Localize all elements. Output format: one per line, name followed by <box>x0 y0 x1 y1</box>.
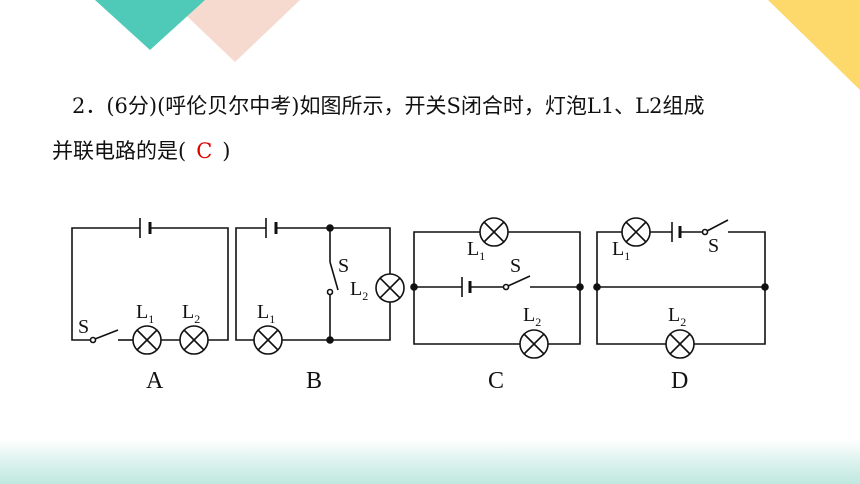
circuit-diagrams: S L1 L2 A S L2 L1 B <box>71 217 769 394</box>
circuit-b-lamp-1 <box>253 325 283 355</box>
circuit-a-lamp-2 <box>179 325 209 355</box>
circuit-d-wire-left <box>596 231 666 345</box>
question-text: 2．(6分)(呼伦贝尔中考)如图所示，开关S闭合时，灯泡L1、L2组成 并联电路… <box>52 84 812 174</box>
circuit-c-switch-pivot <box>502 283 510 291</box>
circuit-a-letter: A <box>146 368 164 394</box>
circuit-d-switch-pivot <box>701 228 709 236</box>
circuit-b-lamp-2 <box>375 273 405 303</box>
circuit-b-lamp-2-label: L2 <box>350 278 368 303</box>
circuit-d-lamp-1-label: L1 <box>612 238 630 263</box>
circuit-d-switch-label: S <box>708 235 719 257</box>
circuit-a-switch-blade <box>94 329 119 340</box>
teal-triangle <box>95 0 205 50</box>
circuit-d: L1 S L2 D <box>593 217 769 394</box>
circuit-b-switch-pivot <box>326 288 334 296</box>
circuit-d-lamp-2 <box>665 329 695 359</box>
circuit-a-wire-top-right <box>150 227 229 341</box>
question-line-2-prefix: 并联电路的是( <box>52 139 187 163</box>
circuit-c: L1 S L2 C <box>410 217 584 394</box>
circuit-a-switch-label: S <box>78 316 89 338</box>
question-line-2: 并联电路的是( C) <box>52 129 812 174</box>
circuit-c-wire-top-right <box>508 231 581 345</box>
pink-triangle <box>170 0 300 62</box>
question-line-2-suffix: ) <box>222 139 231 163</box>
circuit-b-wire-top <box>276 227 391 274</box>
answer-text: C <box>196 139 213 163</box>
circuit-c-lamp-1 <box>479 217 509 247</box>
circuit-a-switch-pivot <box>89 336 97 344</box>
circuit-b-wire-bottom <box>282 302 391 341</box>
bottom-gradient-band <box>0 440 860 484</box>
circuit-a-lamp-1-label: L1 <box>136 301 154 326</box>
question-line-1: 2．(6分)(呼伦贝尔中考)如图所示，开关S闭合时，灯泡L1、L2组成 <box>72 94 705 118</box>
circuit-c-switch-label: S <box>510 255 521 277</box>
circuit-d-switch-blade <box>706 219 729 232</box>
circuit-c-lamp-2-label: L2 <box>523 304 541 329</box>
circuit-d-lamp-1 <box>621 217 651 247</box>
circuit-c-lamp-1-label: L1 <box>467 238 485 263</box>
circuit-b-letter: B <box>306 368 322 394</box>
circuit-a-lamp-2-label: L2 <box>182 301 200 326</box>
circuit-c-switch-blade <box>507 275 531 287</box>
circuit-d-wire-right <box>694 231 766 345</box>
circuit-b-switch-label: S <box>338 255 349 277</box>
circuit-a: S L1 L2 A <box>71 218 229 394</box>
circuit-b-wire-left <box>235 227 266 341</box>
circuit-b-switch-blade <box>329 261 339 291</box>
circuit-a-lamp-1 <box>132 325 162 355</box>
circuit-a-wire-top <box>71 227 140 341</box>
circuit-b-lamp-1-label: L1 <box>257 301 275 326</box>
yellow-triangle <box>768 0 860 90</box>
circuit-d-lamp-2-label: L2 <box>668 304 686 329</box>
circuit-c-lamp-2 <box>519 329 549 359</box>
circuit-c-letter: C <box>488 368 504 394</box>
circuit-d-letter: D <box>671 368 688 394</box>
circuit-b: S L2 L1 B <box>235 218 405 394</box>
